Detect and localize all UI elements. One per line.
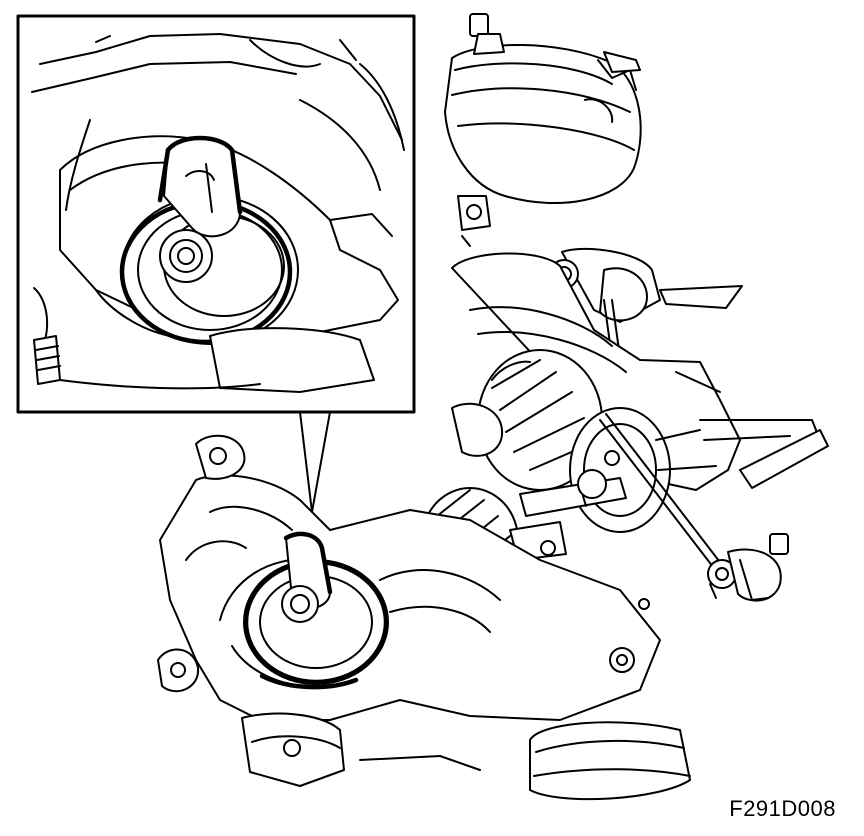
bearing-housing [519,407,717,533]
bolt-fitting [457,195,491,247]
wastegate-rod [599,413,789,610]
detail-inset [16,14,416,513]
compressor-housing [451,252,829,491]
mounting-bracket [549,247,743,403]
outlet-flange [241,647,691,801]
stud-icon [33,335,61,385]
nut-icon [281,585,319,623]
nut-icon [159,229,213,283]
wastegate-lever [243,531,389,690]
actuator-canister [444,13,642,205]
wastegate-lever-detail-icon [31,33,405,393]
turbocharger-assembly-icon [157,13,829,801]
figure-code-label: F291D008 [729,796,836,821]
